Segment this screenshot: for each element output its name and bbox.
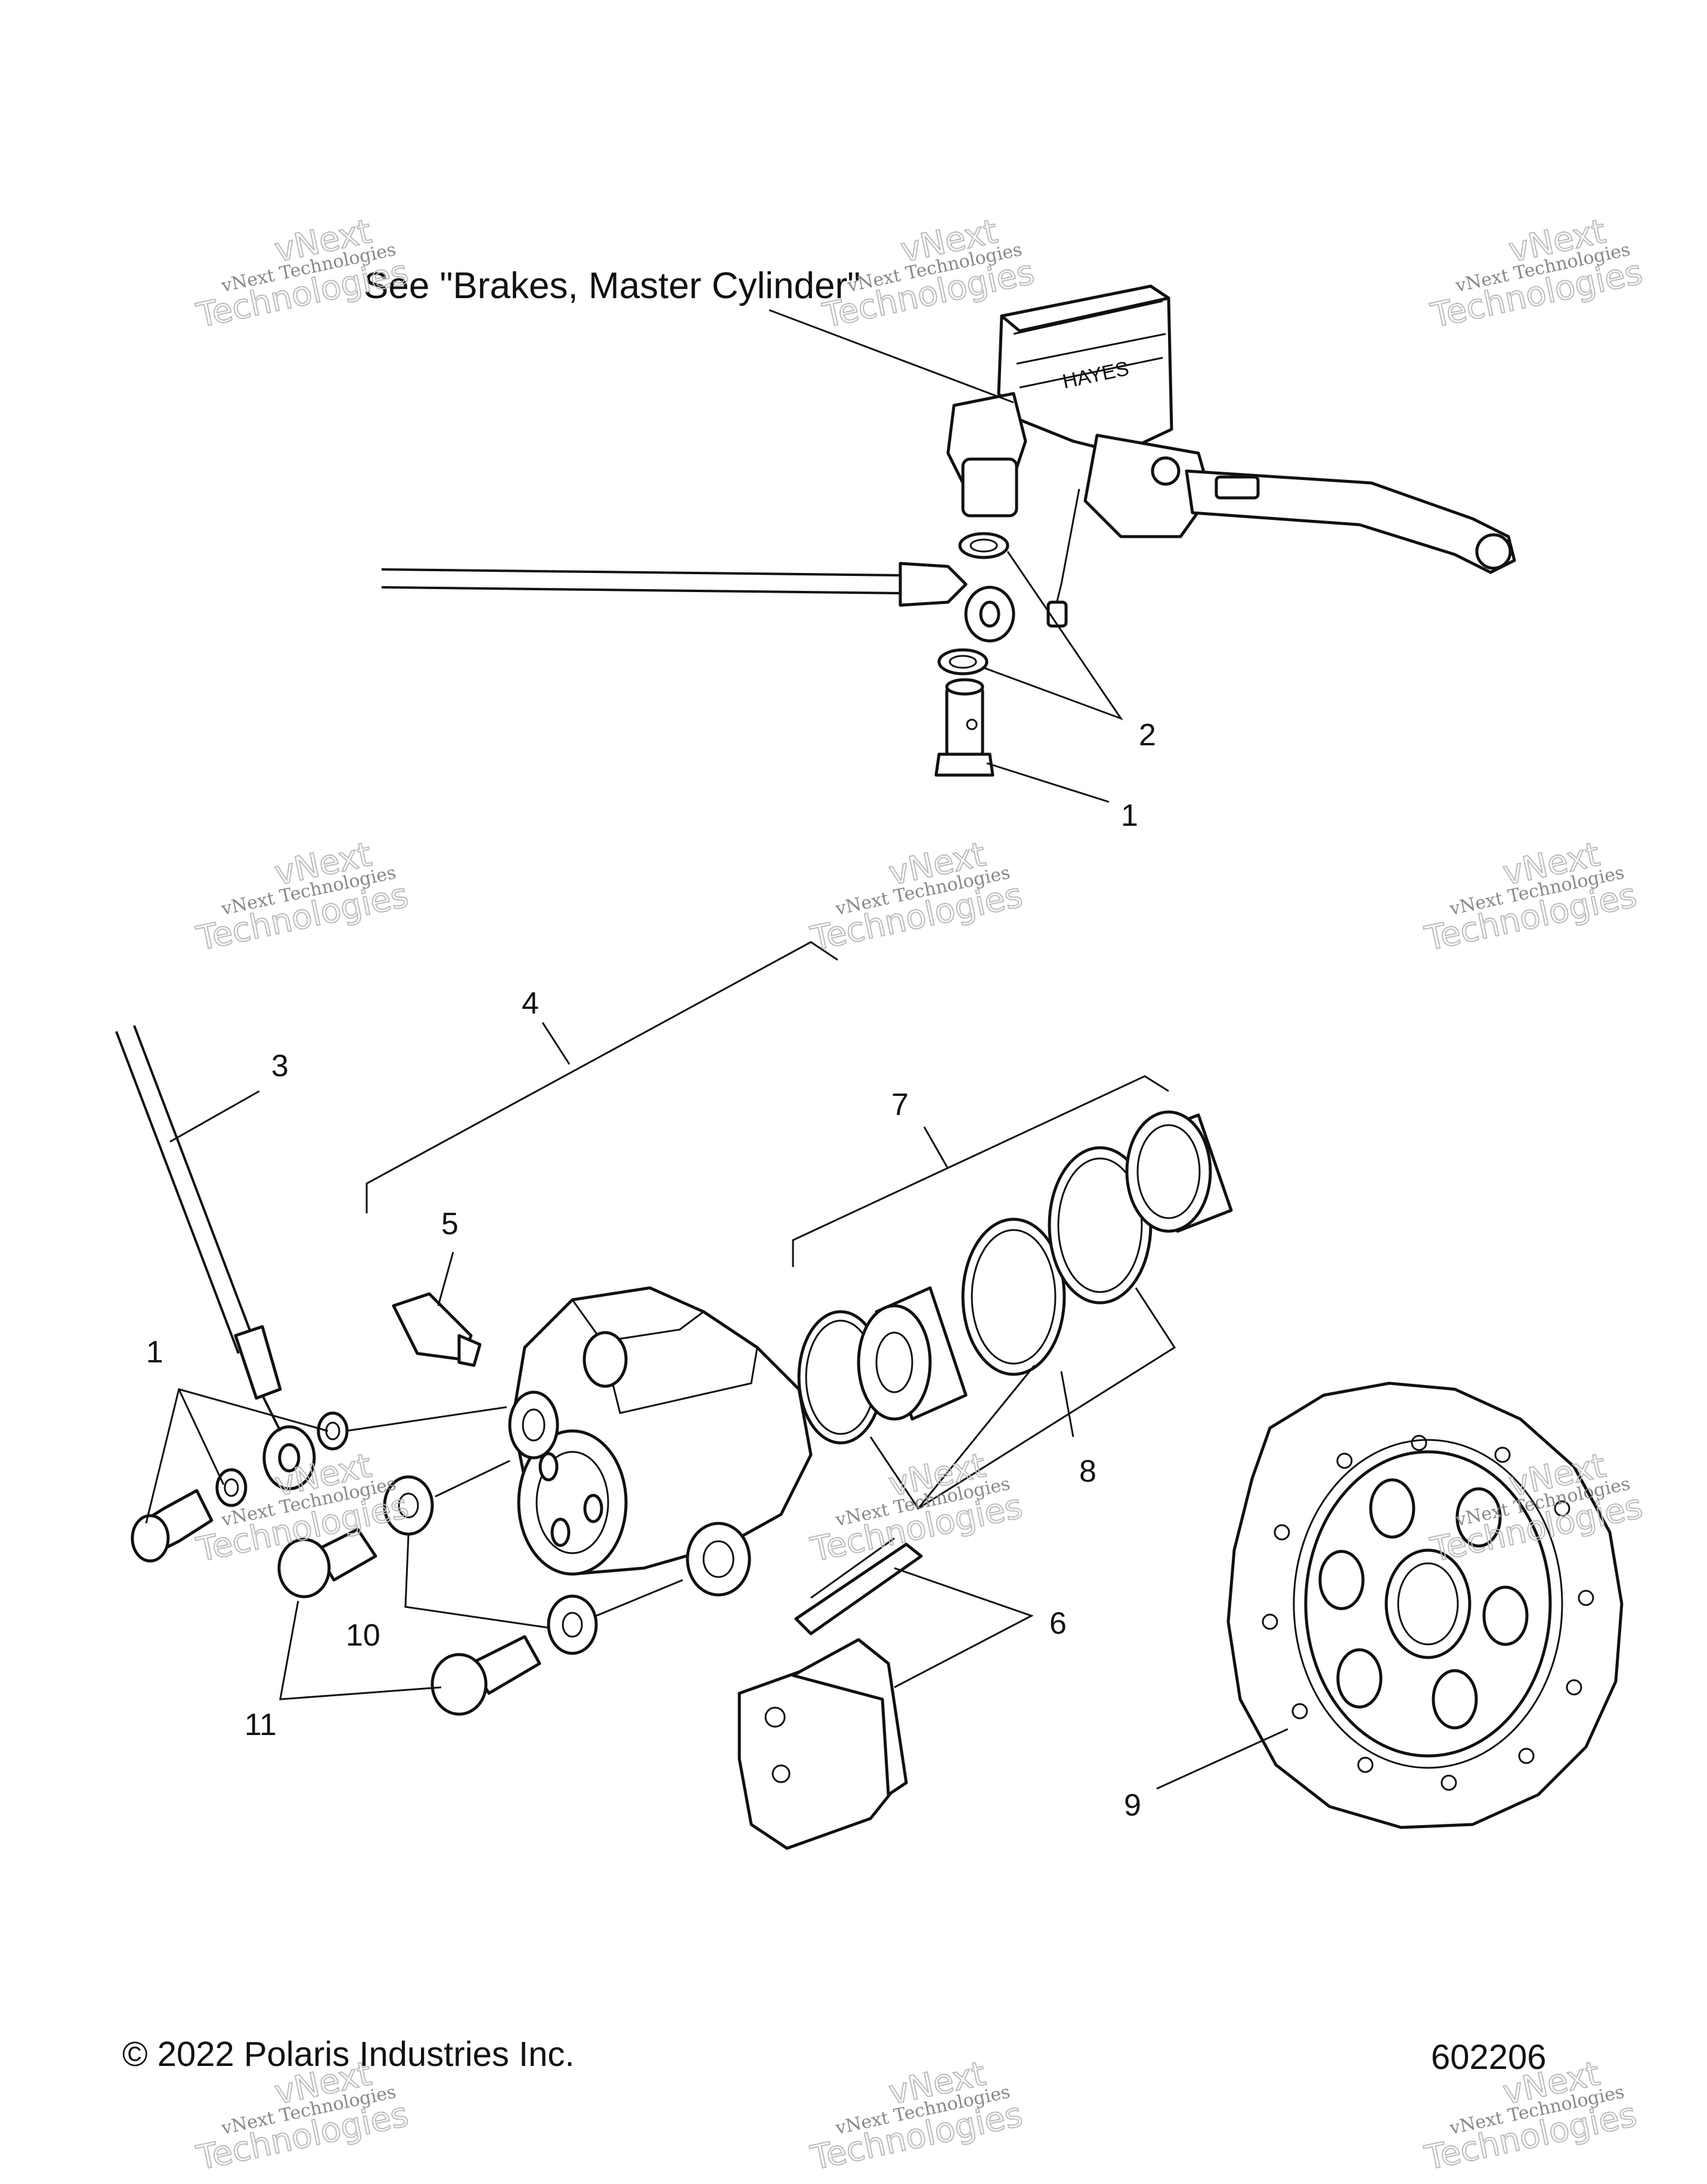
upper-brake-line: [381, 562, 1015, 643]
brake-rotor: [1226, 1381, 1624, 1829]
watermark: vNext vNext Technologies Technologies: [193, 212, 412, 336]
watermark: vNext vNext Technologies Technologies: [193, 835, 412, 959]
callout-5: 5: [441, 1207, 458, 1241]
upper-washer-b: [937, 648, 989, 676]
callout-10: 10: [346, 1618, 380, 1653]
leader-6: [894, 1567, 1034, 1689]
reference-note-leader: [769, 309, 1014, 404]
caliper-bolt-lower: [430, 1635, 541, 1716]
watermark: vNext vNext Technologies Technologies: [1421, 835, 1640, 959]
callout-3: 3: [271, 1049, 289, 1083]
master-cylinder-assembly: HAYES: [946, 284, 1516, 628]
leader-3: [169, 1090, 260, 1143]
callout-2: 2: [1139, 718, 1156, 752]
leader-5: [437, 1251, 454, 1306]
leader-10: [404, 1535, 549, 1629]
leader-11: [279, 1600, 442, 1700]
washer-left-a: [317, 1411, 349, 1451]
pad-retaining-pin: [794, 1537, 923, 1635]
callout-1-top: 1: [1121, 798, 1138, 833]
bracket-4: [365, 941, 838, 1213]
copyright-notice: © 2022 Polaris Industries Inc.: [122, 2035, 574, 2074]
brake-pads: [738, 1638, 908, 1850]
watermark: vNext vNext Technologies Technologies: [807, 2054, 1026, 2179]
callout-9: 9: [1124, 1788, 1141, 1823]
watermark: vNext vNext Technologies Technologies: [807, 835, 1026, 959]
leader-8: [869, 1287, 1176, 1510]
caliper-body: [508, 1286, 813, 1597]
diagram-number: 602206: [1431, 2038, 1547, 2077]
caliper-bolt-upper: [277, 1528, 377, 1598]
callout-11: 11: [244, 1708, 277, 1742]
reference-note: See "Brakes, Master Cylinder": [364, 265, 860, 306]
washer-left-b: [215, 1468, 247, 1507]
leader-9: [1156, 1728, 1288, 1790]
piston-seal-2: [961, 1218, 1066, 1376]
bleeder-valve: [392, 1292, 482, 1367]
piston-sleeve: [1125, 1110, 1233, 1233]
banjo-bolt-left: [131, 1489, 213, 1563]
upper-banjo-bolt: [934, 678, 995, 777]
leader-2: [983, 551, 1123, 721]
callout-4: 4: [522, 986, 539, 1021]
lower-brake-line: [115, 1025, 316, 1491]
callout-8: 8: [1079, 1454, 1096, 1489]
upper-washer-a: [958, 532, 1009, 559]
piston: [857, 1286, 968, 1421]
callout-1-left: 1: [146, 1335, 163, 1370]
callout-7: 7: [891, 1088, 909, 1122]
callout-6: 6: [1049, 1606, 1067, 1641]
washer-10-a: [383, 1475, 434, 1536]
bracket-7: [792, 1075, 1169, 1267]
washer-10-b: [547, 1594, 598, 1655]
leader-1-top: [986, 762, 1110, 803]
watermark: vNext vNext Technologies Technologies: [1427, 212, 1646, 336]
